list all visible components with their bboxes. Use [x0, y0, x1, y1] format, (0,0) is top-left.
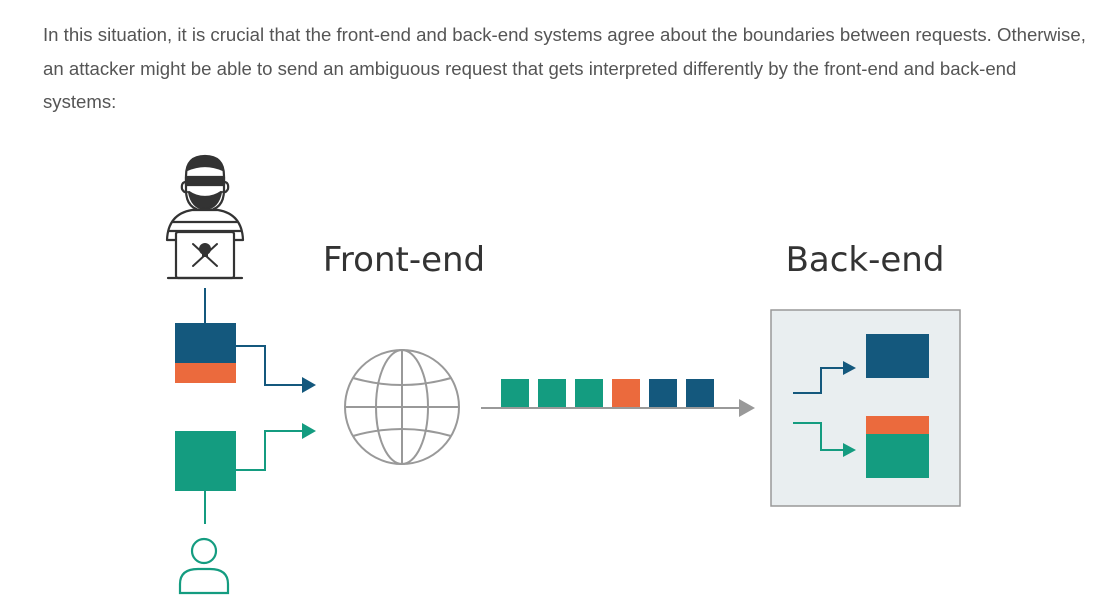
queue-block: [538, 379, 566, 407]
user-icon: [178, 537, 230, 595]
queue-block: [612, 379, 640, 407]
queue-block: [686, 379, 714, 407]
victim-request-block: [175, 431, 236, 491]
intro-paragraph: In this situation, it is crucial that th…: [43, 24, 1086, 112]
queue-block: [501, 379, 529, 407]
backend-request-2: [793, 416, 929, 478]
attacker-request-block: [175, 323, 236, 383]
globe-icon: [344, 349, 460, 465]
frontend-label: Front-end: [323, 240, 485, 280]
attacker-icon: [165, 154, 245, 280]
attacker-arrow: [236, 345, 316, 393]
backend-label: Back-end: [786, 240, 945, 280]
backend-request-1: [793, 334, 929, 394]
victim-arrow: [236, 423, 316, 471]
backend-box: [770, 309, 961, 507]
request-queue: [501, 379, 714, 407]
queue-block: [649, 379, 677, 407]
queue-block: [575, 379, 603, 407]
queue-arrow: [481, 399, 755, 417]
